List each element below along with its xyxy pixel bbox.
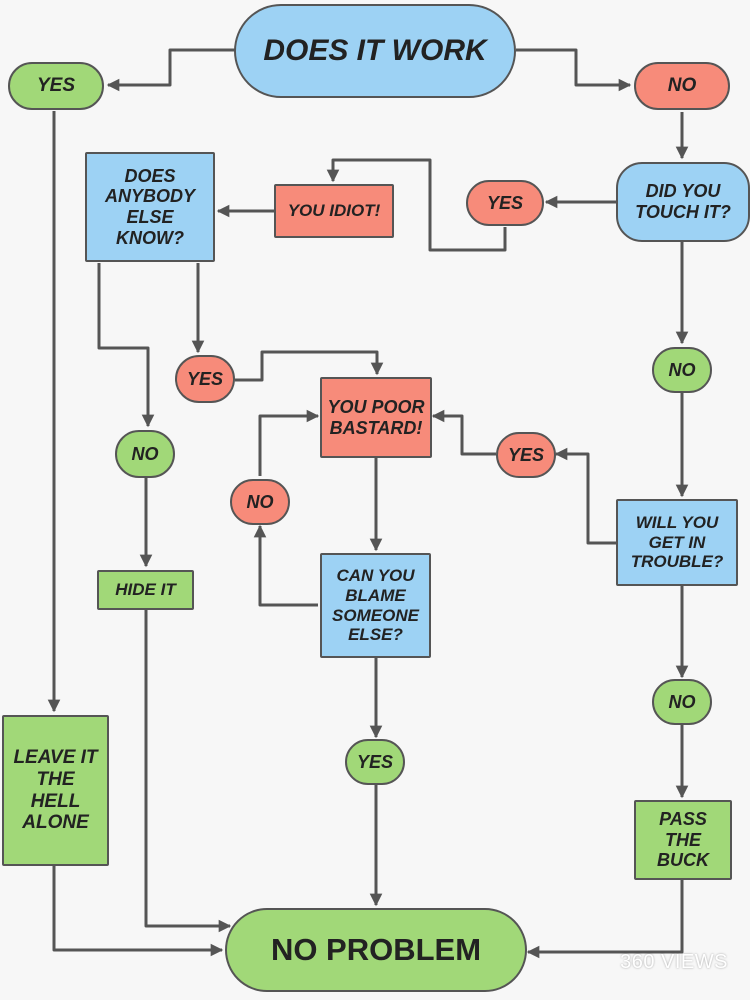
no-trouble-label: NO: [668, 691, 696, 712]
no-anybody-label: NO: [131, 443, 159, 464]
can-you-blame-someone-else-node: CAN YOU BLAME SOMEONE ELSE?: [320, 553, 431, 658]
did-you-touch-it-node: DID YOU TOUCH IT?: [616, 162, 750, 242]
yes-trouble-label: YES: [507, 444, 545, 465]
no-blame-node: NO: [230, 479, 290, 525]
will-you-get-in-trouble-node: WILL YOU GET IN TROUBLE?: [616, 499, 738, 586]
edge-no-bastard: [258, 409, 320, 476]
edge-yes-bastard-right: [431, 409, 496, 456]
yes-blame-node: YES: [345, 739, 405, 785]
hide-it-label: HIDE IT: [115, 580, 176, 600]
no-touch-label: NO: [668, 359, 696, 380]
edge-hide-noproblem: [144, 610, 232, 933]
edge-yes-bastard: [235, 350, 384, 382]
does-it-work-label: DOES IT WORK: [263, 33, 487, 67]
edge-anybody-no: [97, 263, 155, 428]
no-trouble-node: NO: [652, 679, 712, 725]
edge-blame-no: [253, 524, 318, 607]
no-blame-label: NO: [246, 491, 274, 512]
hide-it-node: HIDE IT: [97, 570, 194, 610]
no-problem-node: NO PROBLEM: [225, 908, 527, 992]
leave-it-the-hell-alone-node: LEAVE IT THE HELL ALONE: [2, 715, 109, 866]
edge-yes-idiot: [326, 158, 507, 252]
no-top-label: NO: [667, 75, 697, 97]
edge-pass-noproblem: [526, 880, 684, 959]
edge-leave-noproblem: [52, 866, 224, 957]
edge-start-no: [516, 48, 632, 92]
leave-it-the-hell-alone-label: LEAVE IT THE HELL ALONE: [13, 746, 98, 834]
yes-anybody-node: YES: [175, 355, 235, 403]
yes-blame-label: YES: [356, 751, 394, 772]
does-anybody-else-know-node: DOES ANYBODY ELSE KNOW?: [85, 152, 215, 262]
pass-the-buck-node: PASS THE BUCK: [634, 800, 732, 880]
you-idiot-label: YOU IDIOT!: [287, 201, 381, 221]
you-idiot-node: YOU IDIOT!: [274, 184, 394, 238]
does-anybody-else-know-label: DOES ANYBODY ELSE KNOW?: [104, 165, 195, 248]
no-top-node: NO: [634, 62, 730, 110]
pass-the-buck-label: PASS THE BUCK: [657, 808, 709, 871]
did-you-touch-it-label: DID YOU TOUCH IT?: [635, 181, 731, 222]
yes-top-label: YES: [36, 75, 76, 97]
no-anybody-node: NO: [115, 430, 175, 478]
yes-top-node: YES: [8, 62, 104, 110]
watermark-text: 360 VIEWS: [620, 951, 728, 973]
no-touch-node: NO: [652, 347, 712, 393]
does-it-work-node: DOES IT WORK: [234, 4, 516, 98]
you-poor-bastard-label: YOU POOR BASTARD!: [327, 396, 425, 438]
will-you-get-in-trouble-label: WILL YOU GET IN TROUBLE?: [630, 513, 724, 572]
no-problem-label: NO PROBLEM: [270, 932, 482, 968]
can-you-blame-someone-else-label: CAN YOU BLAME SOMEONE ELSE?: [332, 566, 419, 645]
you-poor-bastard-node: YOU POOR BASTARD!: [320, 377, 432, 458]
yes-trouble-node: YES: [496, 432, 556, 478]
edge-trouble-yes: [554, 447, 616, 545]
edge-start-yes: [106, 48, 235, 92]
yes-touch-label: YES: [486, 192, 524, 213]
yes-touch-node: YES: [466, 180, 544, 226]
yes-anybody-label: YES: [186, 368, 224, 389]
